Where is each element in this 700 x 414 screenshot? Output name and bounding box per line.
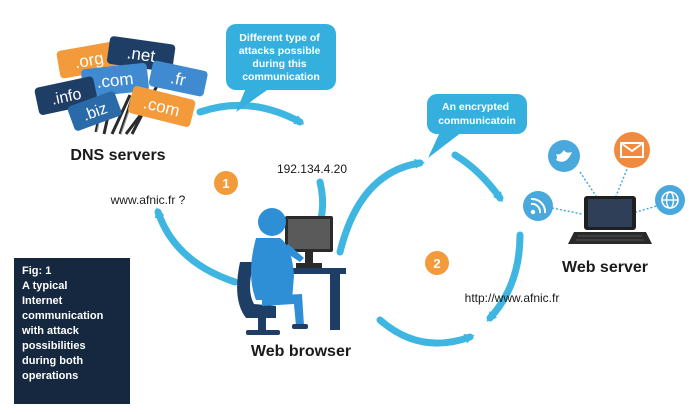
svg-text:Fig: 1 A typical I: Fig: 1 A typical Internet communication …: [21, 265, 106, 382]
sign-fr: .fr: [148, 60, 208, 97]
dns-query-label: www.afnic.fr ?: [110, 193, 186, 207]
step-two-badge: 2: [425, 251, 449, 275]
twitter-icon: [548, 140, 580, 172]
svg-text:.info: .info: [50, 86, 83, 109]
svg-text:An encrypted communicato: An encrypted communicatoin: [438, 101, 516, 127]
arrow-dns-to-ip: [196, 101, 305, 126]
svg-text:.fr: .fr: [169, 68, 188, 90]
sign-com-2: .com: [128, 85, 196, 127]
dns-signpost-icon: .org .net .com .fr .info .biz .com: [34, 36, 208, 135]
web-server-label: Web server: [562, 259, 648, 276]
laptop-icon: [568, 196, 652, 244]
dns-servers-label: DNS servers: [70, 147, 165, 164]
figure-caption: Fig: 1 A typical Internet communication …: [14, 258, 130, 404]
sign-com-1: .com: [81, 63, 149, 97]
svg-text:Different type of attack: Different type of attacks possible durin…: [239, 32, 324, 83]
svg-text:.net: .net: [126, 43, 157, 66]
svg-text:1: 1: [222, 176, 229, 191]
arrow-browser-to-server: [376, 316, 475, 347]
computer-user-icon: [237, 208, 346, 335]
svg-text:.com: .com: [96, 69, 135, 92]
arrow-to-server: [451, 151, 504, 203]
step-one-badge: 1: [214, 171, 238, 195]
social-links: [551, 161, 661, 215]
http-query-label: http://www.afnic.fr: [465, 291, 560, 305]
arrow-server-down: [486, 231, 524, 322]
ip-address-label: 192.134.4.20: [277, 162, 347, 176]
encrypted-callout: An encrypted communicatoin: [427, 94, 527, 158]
mail-icon: [614, 132, 650, 168]
svg-text:.org: .org: [73, 48, 105, 72]
arrow-browser-to-dns: [154, 207, 239, 286]
svg-text:2: 2: [433, 256, 440, 271]
sign-biz: .biz: [67, 91, 122, 131]
globe-icon: [655, 185, 685, 215]
rss-icon: [523, 191, 553, 221]
web-browser-label: Web browser: [251, 343, 351, 360]
attacks-callout: Different type of attacks possible durin…: [226, 24, 336, 112]
flow-arrows: [154, 101, 524, 347]
arrow-up-to-server-side: [336, 158, 425, 256]
